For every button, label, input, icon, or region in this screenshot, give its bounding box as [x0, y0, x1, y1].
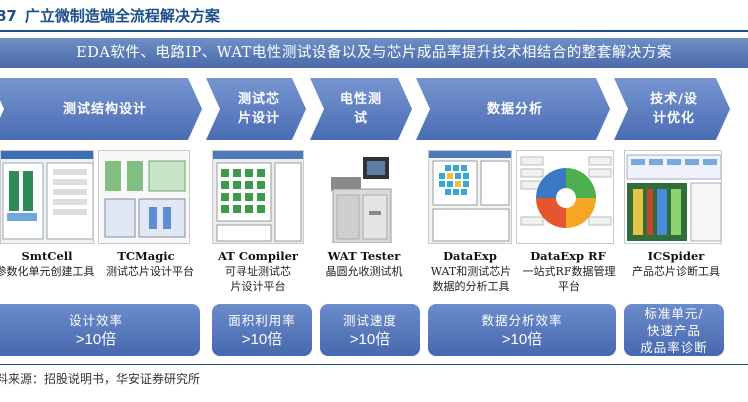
tool-desc-icspider: 产品芯片诊断工具 [632, 265, 720, 278]
stage-label-4: 数据分析 [486, 101, 543, 117]
tool-name-wat-tester: WAT Tester [327, 249, 401, 263]
stage-label-3: 电性测 试 [339, 92, 382, 126]
solution-banner: EDA软件、电路IP、WAT电性测试设备以及与芯片成品率提升技术相结合的整套解决… [0, 38, 748, 68]
result-data-analysis-efficiency: 数据分析效率 >10倍 [428, 304, 616, 356]
tool-desc-dataexp: WAT和测试芯片 数据的分析工具 [430, 265, 512, 293]
stage-label-1: 测试结构设计 [62, 101, 147, 117]
dataexp-rf-diagram [516, 150, 614, 244]
tool-desc-dataexp-rf: 一站式RF数据管理 平台 [522, 265, 616, 293]
tool-desc-smtcell: 参数化单元创建工具 [0, 265, 95, 278]
stage-label-5: 技术/设 计优化 [650, 92, 698, 126]
result-test-speed: 测试速度 >10倍 [320, 304, 420, 356]
tool-name-dataexp-rf: DataExp RF [530, 249, 606, 263]
tcmagic-thumbnail [98, 150, 190, 244]
smtcell-thumbnail [0, 150, 94, 244]
wat-tester-image [322, 150, 400, 244]
bottom-rule [0, 364, 748, 365]
tool-name-icspider: ICSpider [647, 249, 705, 263]
arrow-stage-4 [416, 78, 610, 140]
process-arrows [0, 78, 730, 140]
result-area-utilization: 面积利用率 >10倍 [212, 304, 312, 356]
result-standard-cell-diagnosis: 标准单元/ 快速产品 成品率诊断 [624, 304, 724, 356]
stage-label-2: 测试芯 片设计 [237, 92, 280, 126]
atcompiler-thumbnail [212, 150, 304, 244]
arrow-stage-5 [614, 78, 730, 140]
figure-number: 87 [0, 7, 17, 25]
dataexp-thumbnail [428, 150, 512, 244]
tool-name-smtcell: SmtCell [21, 249, 73, 263]
tool-name-dataexp: DataExp [443, 249, 497, 263]
result-design-efficiency: 设计效率 >10倍 [0, 304, 200, 356]
tool-desc-wat-tester: 晶圆允收测试机 [325, 265, 403, 278]
tool-name-tcmagic: TCMagic [117, 249, 175, 263]
tool-desc-atcompiler: 可寻址测试芯 片设计平台 [225, 265, 291, 293]
figure-title-text: 广立微制造端全流程解决方案 [24, 7, 220, 25]
arrow-stage-2 [206, 78, 306, 140]
tool-name-atcompiler: AT Compiler [217, 249, 298, 263]
tool-desc-tcmagic: 测试芯片设计平台 [106, 265, 194, 278]
title-rule [0, 30, 748, 32]
icspider-thumbnail [624, 150, 722, 244]
figure-title: 87 广立微制造端全流程解决方案 [0, 4, 220, 28]
arrow-stage-1 [0, 78, 202, 140]
source-note: 资料来源：招股说明书，华安证券研究所 [0, 372, 201, 386]
arrow-stage-3 [310, 78, 412, 140]
